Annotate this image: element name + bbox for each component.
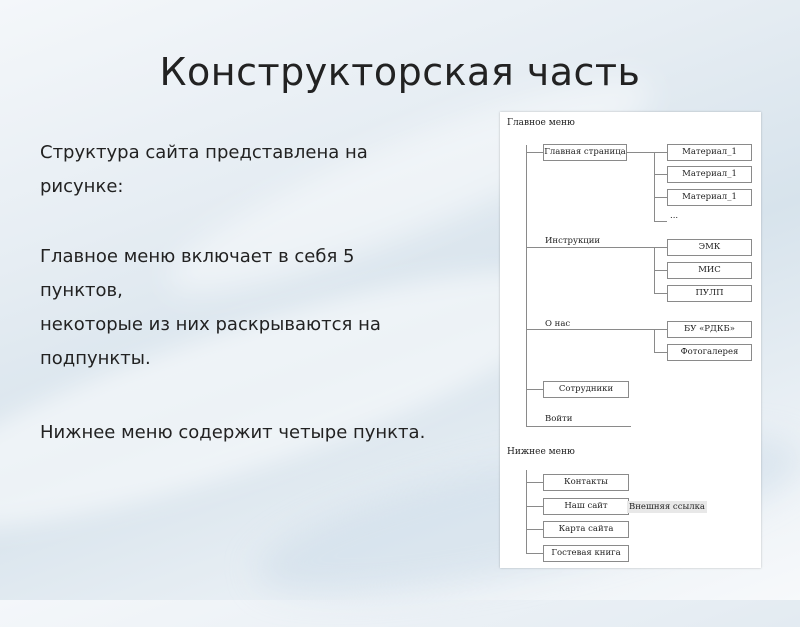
connector-line xyxy=(654,352,667,353)
connector-line xyxy=(526,506,543,507)
submenu-item: Фотогалерея xyxy=(667,344,752,361)
paragraph-line: пунктов, xyxy=(40,280,123,301)
connector-line xyxy=(654,329,655,352)
paragraph-line: Главное меню включает в себя 5 xyxy=(40,246,355,267)
connector-line xyxy=(526,152,543,153)
site-structure-diagram: Главное меню Главная страница Материал_1… xyxy=(500,112,761,568)
menu-item-about: О нас xyxy=(545,319,571,329)
connector-line xyxy=(526,529,543,530)
slide-title: Конструкторская часть xyxy=(159,50,641,94)
bottom-menu-item: Контакты xyxy=(543,474,629,491)
bottom-menu-item: Наш сайт xyxy=(543,498,629,515)
connector-line xyxy=(654,152,655,222)
connector-line xyxy=(526,329,667,330)
paragraph-line: Структура сайта представлена на xyxy=(40,142,368,163)
connector-line xyxy=(654,270,667,271)
submenu-ellipsis: ... xyxy=(670,211,679,221)
menu-item-home: Главная страница xyxy=(543,144,627,161)
submenu-item: МИС xyxy=(667,262,752,279)
connector-line xyxy=(526,389,543,390)
connector-line xyxy=(526,426,631,427)
paragraph-line: рисунке: xyxy=(40,176,124,197)
bottom-menu-item: Гостевая книга xyxy=(543,545,629,562)
submenu-item: ПУЛП xyxy=(667,285,752,302)
menu-item-staff: Сотрудники xyxy=(543,381,629,398)
menu-item-login: Войти xyxy=(545,414,573,424)
bottom-menu-header: Нижнее меню xyxy=(507,447,575,457)
submenu-item: ЭМК xyxy=(667,239,752,256)
submenu-item: Материал_1 xyxy=(667,144,752,161)
paragraph-line: некоторые из них раскрываются на xyxy=(40,314,381,335)
submenu-item: БУ «РДКБ» xyxy=(667,321,752,338)
connector-line xyxy=(626,152,667,153)
connector-line xyxy=(654,221,667,222)
external-link-label: Внешняя ссылка xyxy=(627,501,708,513)
connector-line xyxy=(654,197,667,198)
submenu-item: Материал_1 xyxy=(667,166,752,183)
paragraph-line: Нижнее меню содержит четыре пункта. xyxy=(40,422,426,443)
main-menu-header: Главное меню xyxy=(507,118,575,128)
connector-line xyxy=(654,174,667,175)
connector-line xyxy=(654,293,667,294)
bottom-menu-item: Карта сайта xyxy=(543,521,629,538)
connector-line xyxy=(526,482,543,483)
connector-line xyxy=(526,145,527,427)
submenu-item: Материал_1 xyxy=(667,189,752,206)
connector-line xyxy=(526,553,543,554)
connector-line xyxy=(526,470,527,553)
connector-line xyxy=(526,247,667,248)
menu-item-instructions: Инструкции xyxy=(545,236,601,246)
paragraph-line: подпункты. xyxy=(40,348,151,369)
